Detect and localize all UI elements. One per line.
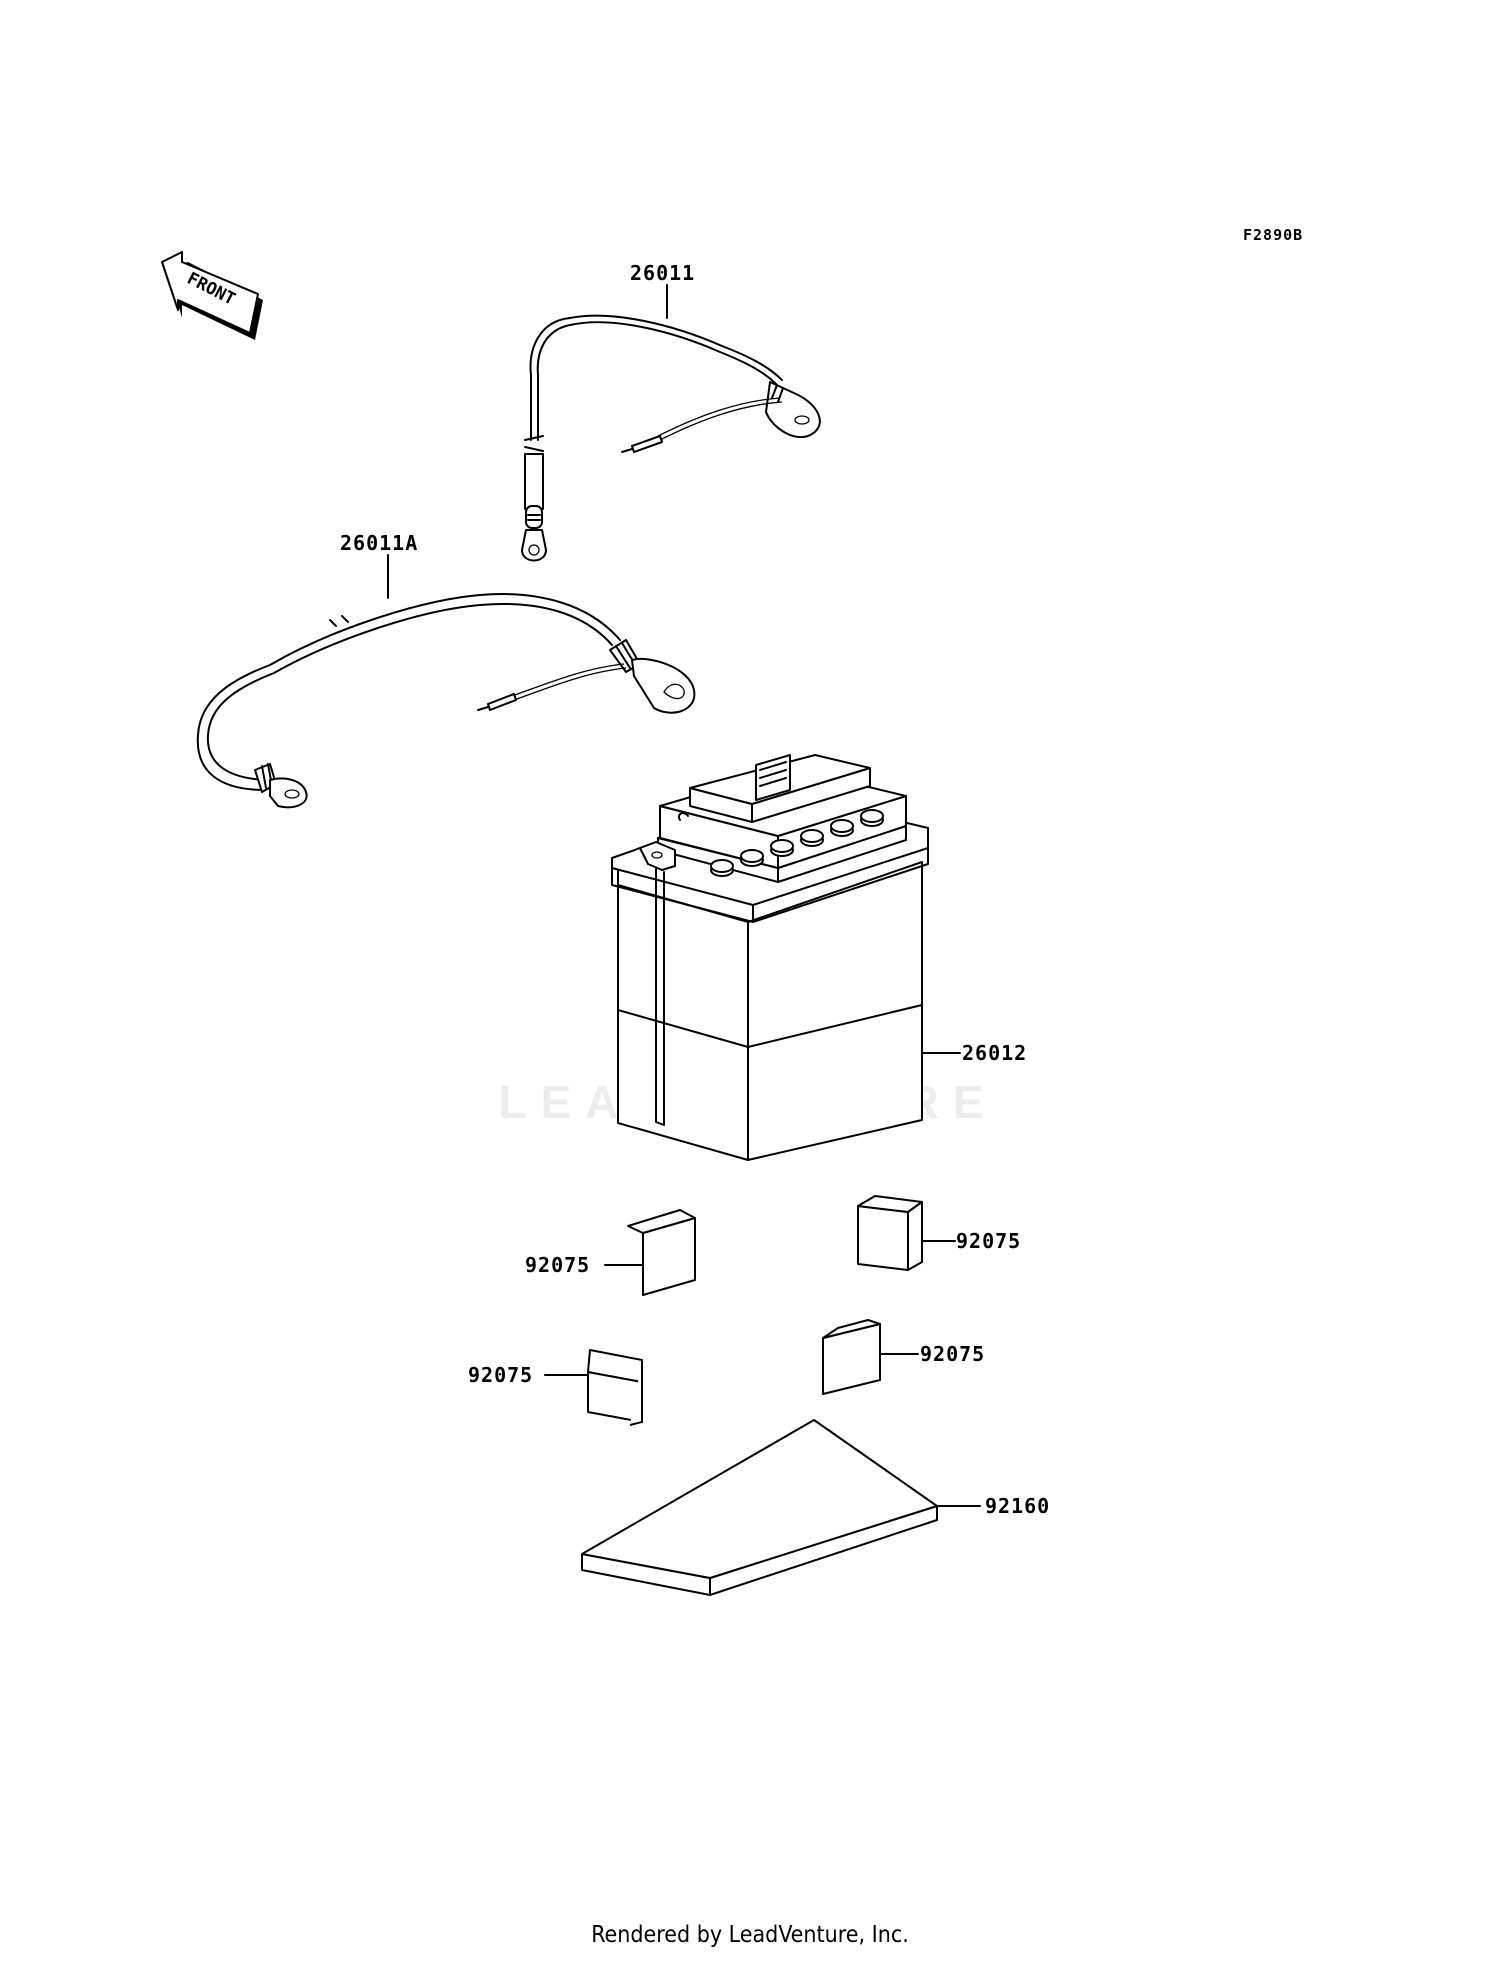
part-label-92075-3: 92075 <box>468 1363 533 1387</box>
cable-26011[interactable]: 26011 <box>521 261 821 562</box>
plate-92160[interactable]: 92160 <box>581 1419 1050 1596</box>
battery-cell-caps <box>710 809 884 877</box>
figure-code: F2890B <box>1243 226 1303 244</box>
part-label-92075-2: 92075 <box>956 1229 1021 1253</box>
pad-92075-3[interactable]: 92075 <box>468 1349 643 1426</box>
footer-credit: Rendered by LeadVenture, Inc. <box>591 1922 909 1948</box>
front-arrow-icon: FRONT <box>161 251 263 340</box>
pad-92075-4[interactable]: 92075 <box>822 1319 985 1395</box>
part-label-92075-1: 92075 <box>525 1253 590 1277</box>
battery-26012[interactable]: 26012 <box>611 754 1027 1161</box>
part-label-92160: 92160 <box>985 1494 1050 1518</box>
cable-26011a[interactable]: 26011A <box>196 531 696 809</box>
part-label-92075-4: 92075 <box>920 1342 985 1366</box>
part-label-26011: 26011 <box>630 261 695 285</box>
pad-92075-2[interactable]: 92075 <box>857 1195 1021 1271</box>
part-label-26011a: 26011A <box>340 531 418 555</box>
pad-92075-1[interactable]: 92075 <box>525 1209 696 1296</box>
part-label-26012: 26012 <box>962 1041 1027 1065</box>
